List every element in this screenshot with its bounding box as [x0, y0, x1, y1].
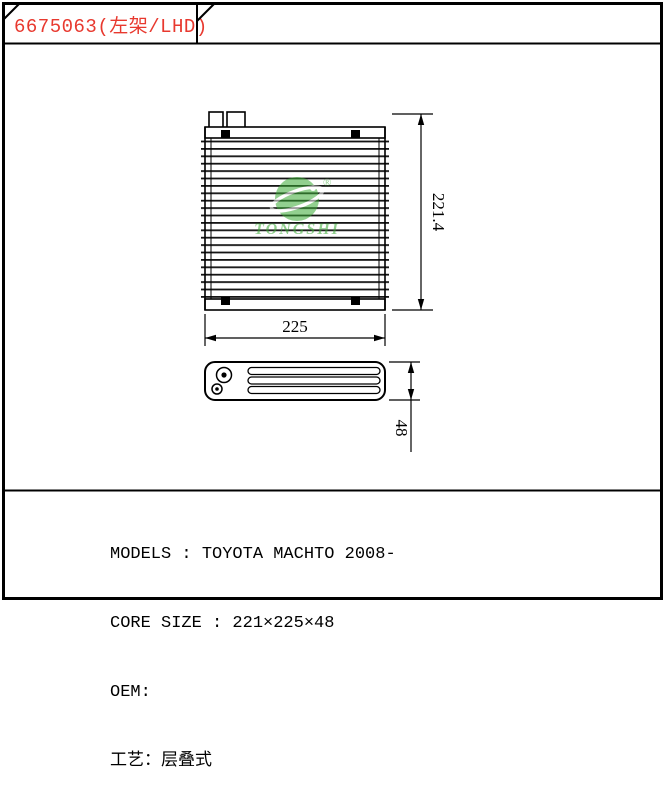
width-dimension-label: 225 — [282, 317, 308, 336]
catalog-page: { "header": { "part_number": "6675063(左架… — [0, 0, 665, 771]
logo-orbit-swoosh — [269, 185, 325, 213]
evaporator-side-view — [204, 361, 386, 401]
tube — [247, 385, 381, 395]
spec-models: MODELS : TOYOTA MACHTO 2008- — [110, 545, 396, 564]
spec-oem: OEM: — [110, 683, 151, 702]
evaporator-front-view — [201, 111, 389, 311]
depth-dimension — [389, 361, 420, 452]
tube — [247, 376, 381, 385]
brand-watermark: ® TONGSHI — [254, 177, 340, 238]
brand-name: TONGSHI — [254, 221, 340, 238]
outlet-port — [226, 111, 246, 129]
depth-dimension-label: 48 — [392, 420, 411, 437]
corner-slash — [3, 3, 20, 20]
logo-dot — [310, 185, 316, 191]
width-dimension — [204, 314, 386, 346]
spec-block: MODELS : TOYOTA MACHTO 2008- CORE SIZE :… — [110, 497, 396, 796]
corner-slash — [196, 3, 215, 22]
spec-process: 工艺：层叠式 — [110, 752, 212, 771]
height-dimension-label: 221.4 — [429, 193, 448, 232]
tube — [247, 366, 381, 376]
corner-blocks — [221, 130, 360, 305]
side-plates — [204, 127, 386, 310]
page-border — [2, 2, 663, 600]
inlet-port — [208, 111, 224, 129]
part-number: 6675063(左架/LHD) — [14, 16, 208, 38]
header-rules — [3, 3, 660, 492]
spec-core-size: CORE SIZE : 221×225×48 — [110, 614, 335, 633]
height-dimension — [392, 113, 433, 311]
technical-drawing: ® TONGSHI 221.4 225 48 — [3, 3, 660, 492]
registered-mark: ® — [323, 177, 331, 189]
